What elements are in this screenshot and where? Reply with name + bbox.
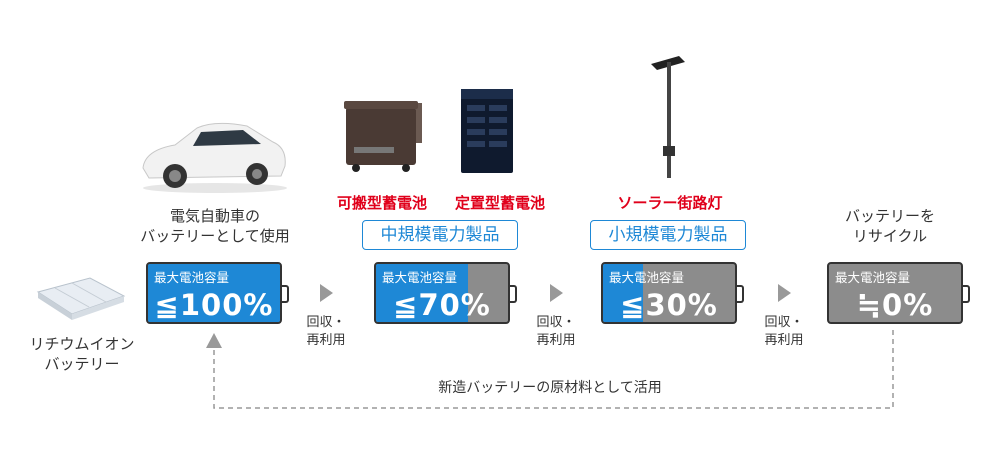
battery-terminal [737, 285, 744, 303]
battery-capacity-value: ≦100% [154, 288, 274, 322]
reuse-line1: 回収・ [306, 315, 346, 330]
solar-street-light-image [651, 56, 685, 178]
battery-fill [148, 264, 280, 322]
reuse-line1: 回収・ [764, 315, 804, 330]
ev-car-image [142, 122, 287, 193]
recycle-caption: バッテリーを リサイクル [820, 206, 960, 246]
battery-capacity-value: ≦70% [393, 288, 491, 322]
battery-fill [376, 264, 469, 322]
stationary-battery-image [461, 89, 513, 173]
battery-100: 最大電池容量 ≦100% [146, 262, 289, 324]
reuse-label: 回収・ 再利用 [756, 314, 812, 350]
battery-capacity-label: 最大電池容量 [382, 270, 458, 285]
solar-light-label: ソーラー街路灯 [617, 194, 723, 212]
battery-70: 最大電池容量 ≦70% [374, 262, 517, 324]
ev-line1: 電気自動車の [169, 207, 260, 225]
battery-terminal [963, 285, 970, 303]
flow-arrow-icon [778, 284, 791, 302]
reuse-label: 回収・ 再利用 [528, 314, 584, 350]
battery-terminal [282, 285, 289, 303]
battery-fill [603, 264, 643, 322]
battery-capacity-label: 最大電池容量 [609, 270, 685, 285]
loop-label: 新造バッテリーの原材料として活用 [438, 380, 662, 396]
reuse-line2: 再利用 [764, 333, 804, 348]
flow-arrow-icon [550, 284, 563, 302]
flow-arrow-icon [320, 284, 333, 302]
reuse-line1: 回収・ [536, 315, 576, 330]
portable-battery-label: 可搬型蓄電池 [336, 194, 427, 212]
battery-capacity-label: 最大電池容量 [835, 270, 911, 285]
lithium-line2: バッテリー [44, 355, 120, 373]
ev-line2: バッテリーとして使用 [140, 227, 290, 245]
battery-30: 最大電池容量 ≦30% [601, 262, 744, 324]
battery-0: 最大電池容量 ≒0% [827, 262, 970, 324]
reuse-line2: 再利用 [536, 333, 576, 348]
reuse-label: 回収・ 再利用 [298, 314, 354, 350]
battery-capacity-value: ≒0% [856, 288, 934, 322]
ev-caption: 電気自動車の バッテリーとして使用 [130, 206, 300, 246]
lithium-line1: リチウムイオン [29, 335, 135, 353]
lithium-cell-image [36, 277, 126, 320]
battery-terminal [510, 285, 517, 303]
small-scale-products-box: 小規模電力製品 [590, 220, 746, 250]
battery-capacity-label: 最大電池容量 [154, 270, 230, 285]
mid-scale-products-box: 中規模電力製品 [362, 220, 518, 250]
stationary-battery-label: 定置型蓄電池 [454, 194, 545, 212]
recycle-line2: リサイクル [852, 227, 928, 245]
portable-battery-image [344, 101, 422, 172]
battery-capacity-value: ≦30% [620, 288, 718, 322]
recycle-line1: バッテリーを [844, 207, 935, 225]
reuse-line2: 再利用 [306, 333, 346, 348]
lithium-caption: リチウムイオン バッテリー [12, 334, 152, 374]
